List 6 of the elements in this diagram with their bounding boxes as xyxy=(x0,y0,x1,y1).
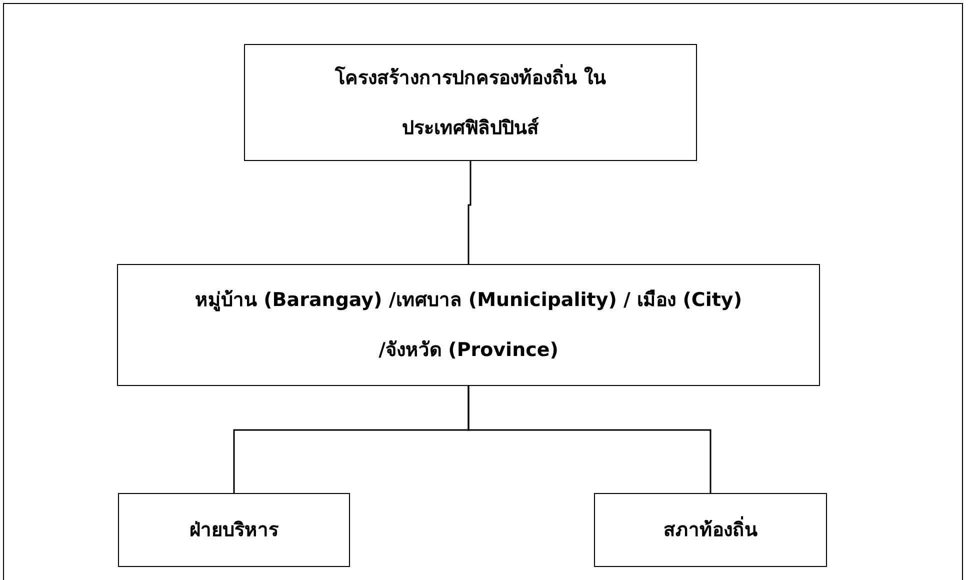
text-box: สภาท้องถิ่น xyxy=(594,493,827,567)
text-box: หมู่บ้าน (Barangay) /เทศบาล (Municipality) / เมือง (City) /จังหวัด (Province) xyxy=(117,264,820,386)
text-box: โครงสร้างการปกครองท้องถิ่น ในประเทศฟิลิปปินส์ xyxy=(244,44,697,161)
connector-line xyxy=(468,161,472,264)
text-box: ฝ่ายบริหาร xyxy=(118,493,350,567)
connector-line xyxy=(468,386,712,493)
